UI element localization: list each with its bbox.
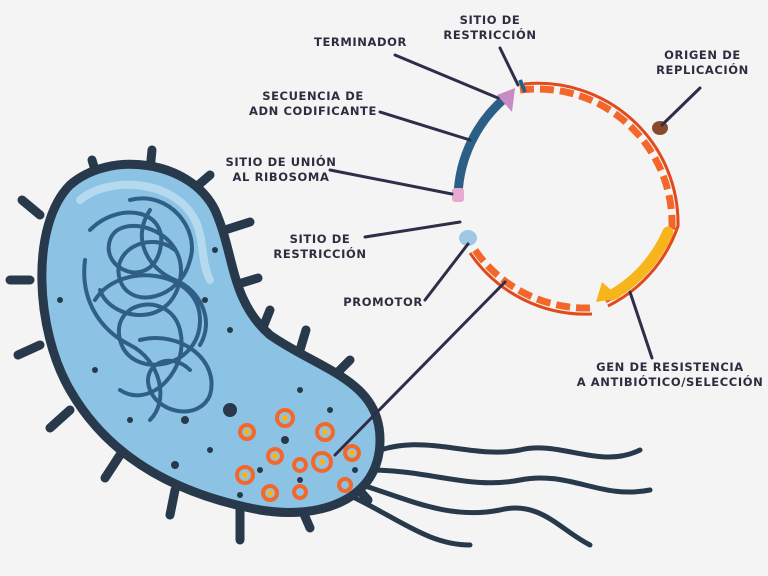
label-restriction-site-left: SITIO DE RESTRICCIÓN	[273, 232, 367, 261]
label-terminator: TERMINADOR	[314, 35, 407, 49]
leader-origin	[660, 86, 702, 127]
rbs-marker	[452, 188, 464, 202]
leader-resistance	[628, 290, 654, 360]
plasmid-dna-strand-2	[468, 81, 680, 316]
label-ribosome-binding-site: SITIO DE UNIÓN AL RIBOSOMA	[225, 155, 337, 184]
restriction-site-marker	[459, 230, 477, 246]
resistance-gene-segment	[606, 226, 674, 301]
label-origin-of-replication: ORIGEN DE REPLICACIÓN	[656, 48, 749, 77]
label-restriction-site-top: SITIO DE RESTRICCIÓN	[443, 13, 537, 42]
terminator-marker	[497, 88, 515, 112]
label-coding-sequence: SECUENCIA DE ADN CODIFICANTE	[249, 89, 377, 118]
leader-lines	[328, 46, 702, 457]
label-resistance-gene: GEN DE RESISTENCIA A ANTIBIÓTICO/SELECCI…	[576, 360, 764, 389]
nucleoid-dna	[82, 196, 214, 422]
leader-coding	[378, 110, 472, 142]
cell-plasmids	[235, 408, 361, 502]
label-promoter: PROMOTOR	[343, 295, 423, 309]
leader-restriction-left	[363, 220, 462, 239]
restriction-site-top-marker	[518, 79, 527, 93]
plasmid	[452, 79, 680, 316]
coding-sequence-segment	[453, 93, 510, 200]
leader-promoter	[423, 242, 470, 302]
flagella	[352, 442, 653, 548]
leader-terminator	[393, 53, 500, 100]
leader-rbs	[328, 168, 454, 196]
cell-highlight	[76, 180, 214, 284]
resistance-gene-arrow	[596, 282, 620, 302]
cell-plasmid-centers	[242, 415, 355, 496]
leader-restriction-top	[498, 46, 520, 87]
ribosomes	[57, 187, 358, 498]
leader-zoom	[333, 280, 507, 457]
